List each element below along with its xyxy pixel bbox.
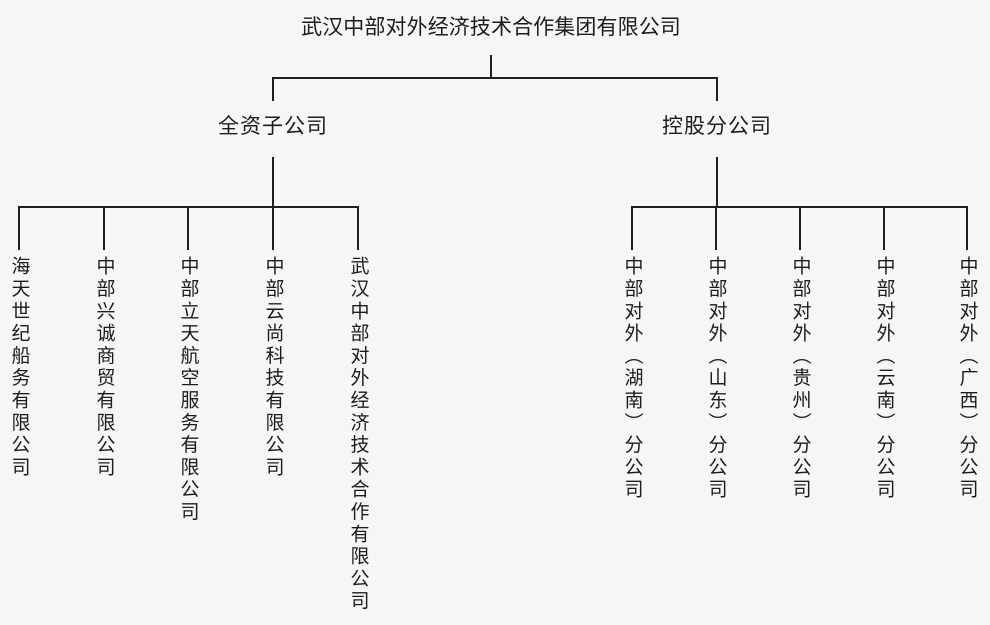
branch-label-wholly-owned: 全资子公司 [218, 115, 328, 138]
connector-right-branch-stem [716, 157, 718, 208]
root-company-title: 武汉中部对外经济技术合作集团有限公司 [301, 16, 681, 39]
connector-child-stub [103, 206, 105, 250]
connector-root-stem [490, 55, 492, 79]
connector-branch-left-stub [272, 77, 274, 101]
branch-label-holding: 控股分公司 [662, 115, 772, 138]
connector-child-stub [715, 206, 717, 250]
subsidiary-label: 海天世纪船务有限公司 [8, 256, 30, 479]
subsidiary-label: 中部兴诚商贸有限公司 [93, 256, 115, 479]
branch-company-label: 中部对外（贵州）分公司 [789, 256, 811, 502]
connector-child-stub [631, 206, 633, 250]
connector-child-stub [272, 206, 274, 250]
connector-branch-bar [272, 77, 718, 79]
connector-branch-right-stub [716, 77, 718, 101]
branch-company-label: 中部对外（湖南）分公司 [621, 256, 643, 502]
connector-child-stub [966, 206, 968, 250]
connector-child-stub [18, 206, 20, 250]
connector-left-branch-stem [272, 157, 274, 208]
subsidiary-label: 中部立天航空服务有限公司 [177, 256, 199, 524]
subsidiary-label: 武汉中部对外经济技术合作有限公司 [347, 256, 369, 613]
connector-child-stub [357, 206, 359, 250]
branch-company-label: 中部对外（广西）分公司 [956, 256, 978, 502]
connector-child-stub [883, 206, 885, 250]
subsidiary-label: 中部云尚科技有限公司 [262, 256, 284, 479]
branch-company-label: 中部对外（云南）分公司 [873, 256, 895, 502]
connector-child-stub [187, 206, 189, 250]
branch-company-label: 中部对外（山东）分公司 [705, 256, 727, 502]
connector-child-stub [799, 206, 801, 250]
